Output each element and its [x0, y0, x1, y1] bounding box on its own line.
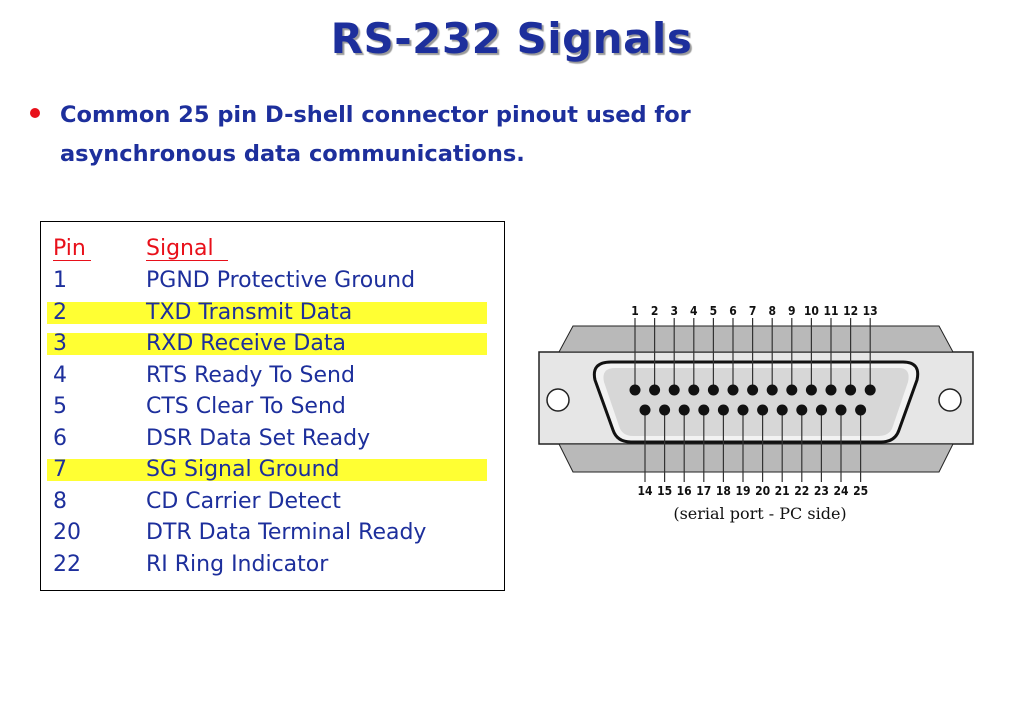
pin-label: 22: [794, 484, 809, 498]
pin-dot: [776, 404, 788, 416]
pin-number: 20: [53, 520, 81, 545]
signal-name: DSR Data Set Ready: [146, 425, 371, 451]
slide-title: RS-232 Signals: [330, 14, 693, 63]
signal-name: RTS Ready To Send: [146, 362, 355, 388]
pin-dot: [629, 384, 641, 396]
pin-label: 25: [853, 484, 868, 498]
pin-dot: [698, 404, 710, 416]
pin-label: 18: [716, 484, 731, 498]
pin-number: 22: [53, 551, 81, 577]
connector-caption: (serial port - PC side): [673, 504, 847, 523]
pin-dot: [815, 404, 827, 416]
table-row: 6 DSR Data Set Ready: [47, 426, 487, 452]
pin-number: 1: [53, 268, 67, 293]
pin-dot: [649, 384, 661, 396]
signal-name: SG Signal Ground: [146, 457, 340, 482]
pin-dot: [805, 384, 817, 396]
pin-label: 3: [670, 304, 678, 318]
pin-label: 13: [863, 304, 878, 318]
pin-dot: [855, 404, 867, 416]
pin-dot: [707, 384, 719, 396]
signal-name: RI Ring Indicator: [146, 551, 329, 577]
pin-dot: [668, 384, 680, 396]
pin-label: 24: [833, 484, 849, 498]
pin-label: 1: [631, 304, 639, 318]
pin-label: 9: [788, 304, 796, 318]
pin-dot: [727, 384, 739, 396]
pin-label: 20: [755, 484, 770, 498]
signal-name: RXD Receive Data: [146, 331, 346, 356]
signal-name: TXD Transmit Data: [146, 299, 353, 325]
pin-label: 5: [710, 304, 718, 318]
pin-label: 12: [843, 304, 858, 318]
pin-label: 17: [696, 484, 711, 498]
table-row: 20 DTR Data Terminal Ready: [47, 520, 487, 546]
pin-number: 5: [53, 394, 67, 419]
table-row: 22 RI Ring Indicator: [47, 552, 487, 578]
table-row: 1 PGND Protective Ground: [47, 268, 487, 294]
header-pin-underline: [53, 260, 91, 261]
pin-number: 4: [53, 362, 67, 388]
pin-number: 7: [53, 457, 67, 482]
pin-dot: [688, 384, 700, 396]
pin-dot: [825, 384, 837, 396]
pin-label: 7: [749, 304, 757, 318]
row-highlight: [47, 459, 487, 481]
pin-dot: [747, 384, 759, 396]
pin-label: 6: [729, 304, 737, 318]
pin-dot: [737, 404, 749, 416]
header-signal-underline: [146, 260, 228, 261]
pin-label: 8: [768, 304, 776, 318]
pin-label: 19: [735, 484, 750, 498]
pin-dot: [845, 384, 857, 396]
connector-body: [538, 325, 974, 473]
bullet-dot-icon: [30, 108, 40, 118]
pin-dot: [639, 404, 651, 416]
pin-label: 16: [677, 484, 692, 498]
pinout-table: Pin Signal 1 PGND Protective Ground 2 TXD T…: [40, 221, 505, 591]
pin-number: 2: [53, 299, 67, 325]
pin-dot: [717, 404, 729, 416]
row-highlight: [47, 301, 487, 324]
pin-dot: [678, 404, 690, 416]
table-row: 3 RXD Receive Data: [47, 331, 487, 357]
table-row: 8 CD Carrier Detect: [47, 489, 487, 515]
pin-dot: [757, 404, 769, 416]
header-signal: Signal: [146, 236, 214, 261]
signal-name: CTS Clear To Send: [146, 394, 346, 419]
header-pin: Pin: [53, 236, 86, 261]
pin-label: 11: [823, 304, 838, 318]
signal-name: CD Carrier Detect: [146, 488, 341, 514]
pin-dot: [835, 404, 847, 416]
signal-name: DTR Data Terminal Ready: [146, 520, 427, 545]
pin-number: 6: [53, 425, 67, 451]
pin-label: 10: [804, 304, 819, 318]
signal-name: PGND Protective Ground: [146, 268, 416, 293]
table-row: 5 CTS Clear To Send: [47, 394, 487, 420]
table-row: 2 TXD Transmit Data: [47, 300, 487, 326]
pin-number: 8: [53, 488, 67, 514]
pin-dot: [786, 384, 798, 396]
pin-label: 23: [814, 484, 829, 498]
pin-dot: [766, 384, 778, 396]
pin-label: 14: [637, 484, 653, 498]
pin-number: 3: [53, 331, 67, 356]
pin-label: 21: [775, 484, 790, 498]
bullet-text: Common 25 pin D-shell connector pinout u…: [60, 102, 691, 167]
table-header: Pin Signal: [47, 236, 487, 262]
table-row: 4 RTS Ready To Send: [47, 363, 487, 389]
pin-dot: [864, 384, 876, 396]
row-highlight: [47, 333, 487, 355]
pin-dot: [659, 404, 671, 416]
pin-dot: [796, 404, 808, 416]
table-row: 7 SG Signal Ground: [47, 457, 487, 483]
pin-label: 2: [651, 304, 659, 318]
pin-label: 15: [657, 484, 672, 498]
pin-label: 4: [690, 304, 698, 318]
